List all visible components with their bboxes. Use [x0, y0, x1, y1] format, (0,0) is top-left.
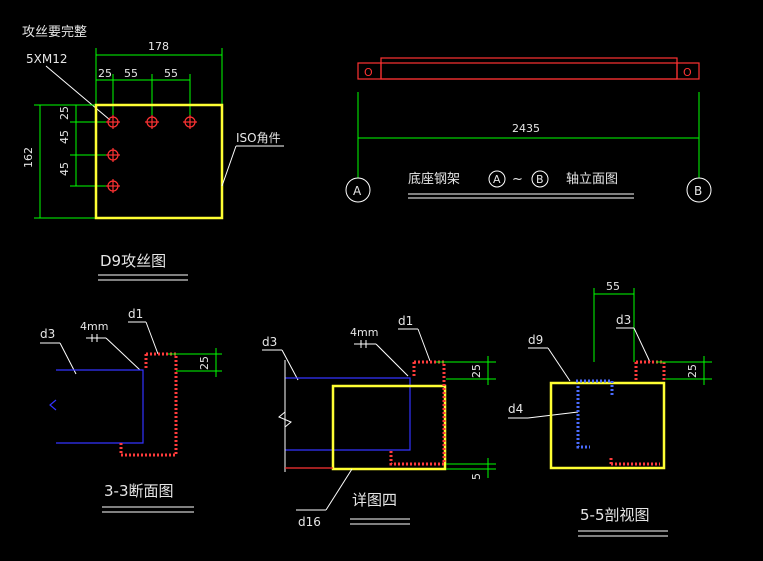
- section-5-5: 55 d9 d3 d4 25 5-5剖视图: [508, 280, 712, 537]
- s55-dim-55: 55: [606, 280, 620, 293]
- detail-d1-label: d1: [398, 314, 413, 328]
- bolt-hole: [106, 179, 120, 193]
- bolt-leader-line: [45, 65, 111, 121]
- s55-blue-member: [576, 379, 614, 449]
- s55-title: 5-5剖视图: [580, 506, 650, 524]
- axis-b-label: B: [694, 184, 702, 198]
- axis-a-label: A: [353, 184, 362, 198]
- s33-weld-size: 4mm: [80, 320, 108, 333]
- iso-leader-line: [221, 145, 237, 187]
- dim-55-h2: 55: [164, 67, 178, 80]
- dim-55-h1: 55: [124, 67, 138, 80]
- iso-corner-plate: [94, 103, 224, 220]
- axis-b-bubble: [686, 177, 712, 203]
- mark-b-circle: [531, 170, 549, 188]
- base-beam-outline: [357, 62, 700, 80]
- left-end-mark: O: [364, 66, 373, 79]
- bolt-hole: [183, 115, 197, 129]
- s55-dim-25: 25: [686, 364, 699, 378]
- base-frame-elevation: O O 2435 A B 底座钢架 A ~ B 轴立面图: [345, 57, 712, 203]
- s33-dim-25: 25: [198, 356, 211, 370]
- dim-25-h: 25: [98, 67, 112, 80]
- dim-162: 162: [22, 147, 35, 168]
- axis-a-bubble: [345, 177, 371, 203]
- s55-d4-label: d4: [508, 402, 523, 416]
- mark-b: B: [536, 173, 544, 186]
- mark-a-circle: [488, 170, 506, 188]
- s33-blue-member: [56, 369, 144, 444]
- dim-45-v1: 45: [58, 130, 71, 144]
- detail-red-channel: [389, 360, 446, 466]
- iso-label: ISO角件: [236, 131, 281, 145]
- s55-d9-label: d9: [528, 333, 543, 347]
- s55-d3-label: d3: [616, 313, 631, 327]
- s33-title: 3-3断面图: [104, 482, 174, 500]
- elevation-title-part1: 底座钢架: [408, 171, 460, 187]
- tapping-note: 攻丝要完整: [22, 25, 87, 40]
- detail-weld-size: 4mm: [350, 326, 378, 339]
- s33-red-channel: [119, 352, 178, 457]
- bolt-hole: [106, 115, 120, 129]
- dim-45-v2: 45: [58, 162, 71, 176]
- detail-4: d3 d1 4mm 25 5 d16 详图四: [262, 314, 496, 529]
- detail-d3-label: d3: [262, 335, 277, 349]
- bolt-hole: [145, 115, 159, 129]
- s55-yellow-block: [549, 381, 666, 470]
- mark-sep: ~: [512, 172, 523, 187]
- detail-title: 详图四: [352, 491, 397, 509]
- base-beam-top: [380, 57, 678, 80]
- detail-dim-5: 5: [470, 473, 483, 480]
- right-end-mark: O: [683, 66, 692, 79]
- dim-2435: 2435: [512, 122, 540, 135]
- bolt-hole: [106, 148, 120, 162]
- d9-title: D9攻丝图: [100, 252, 166, 270]
- section-3-3: d3 d1 4mm 25 3-3断面图: [40, 307, 222, 513]
- detail-yellow-block: [331, 384, 447, 471]
- detail-dim-25: 25: [470, 364, 483, 378]
- bolt-holes: [106, 115, 197, 193]
- detail-d16-label: d16: [298, 515, 321, 529]
- d9-tapping-view: 攻丝要完整 5XM12 178 25 55 55 162 25 45 45: [22, 25, 284, 281]
- elevation-title-part2: 轴立面图: [566, 172, 618, 187]
- dim-25-v: 25: [58, 106, 71, 120]
- detail-blue-member: [285, 377, 411, 451]
- mark-a: A: [493, 173, 501, 186]
- s33-d1-label: d1: [128, 307, 143, 321]
- dim-178: 178: [148, 40, 169, 53]
- s33-d3-label: d3: [40, 327, 55, 341]
- bolt-label: 5XM12: [26, 52, 67, 66]
